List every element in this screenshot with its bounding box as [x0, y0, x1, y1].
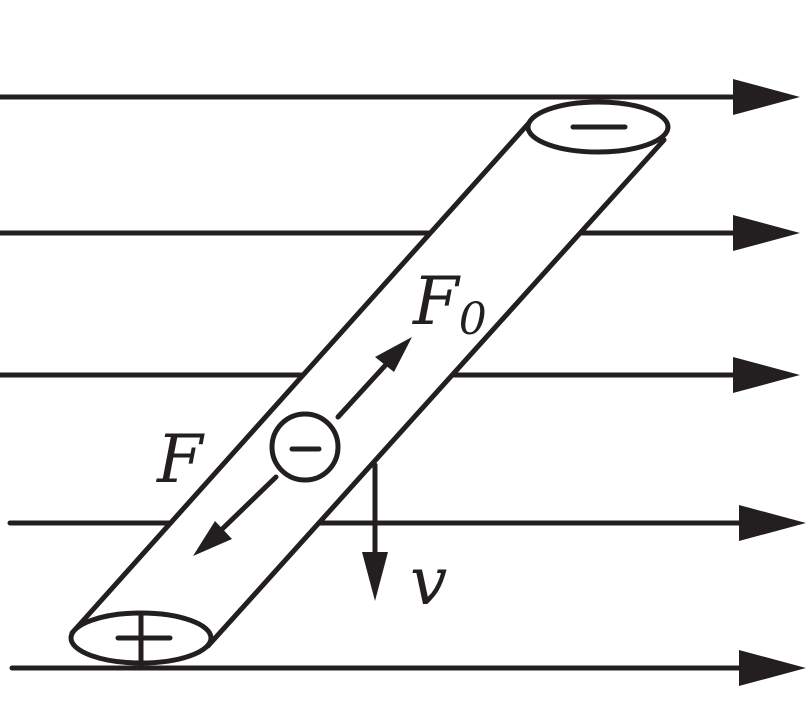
velocity-arrow: [362, 462, 388, 601]
force-f0-arrow: [335, 337, 412, 420]
electron-charge-label: -: [0, 0, 1, 1]
negative-end-label: −: [0, 0, 1, 1]
force-f-arrow: [193, 474, 279, 556]
field-line-4: [7, 505, 806, 541]
force-f-label: F: [156, 421, 205, 498]
field-arrowhead-5: [739, 650, 806, 686]
field-line-5: [9, 650, 806, 686]
electron-particle: -: [0, 0, 341, 483]
field-line-2: [0, 215, 800, 251]
force-f0-subscript: 0: [459, 294, 487, 345]
force-f0-label: F0: [412, 263, 487, 345]
field-arrowhead-1: [733, 79, 800, 115]
force-f0-arrowhead: [375, 337, 412, 372]
conductor-right-edge: [205, 137, 667, 649]
conductor-left-edge: [69, 121, 531, 636]
field-line-1: [0, 79, 800, 115]
field-arrowhead-3: [733, 357, 800, 393]
positive-end-sign: +: [0, 0, 173, 668]
field-arrowhead-2: [733, 215, 800, 251]
positive-end-label: +: [0, 0, 1, 1]
velocity-arrowhead: [362, 552, 388, 601]
field-arrowhead-4: [739, 505, 806, 541]
negative-end-sign: −: [0, 0, 628, 130]
force-f-arrowhead: [193, 521, 232, 556]
velocity-label: v: [410, 543, 447, 620]
